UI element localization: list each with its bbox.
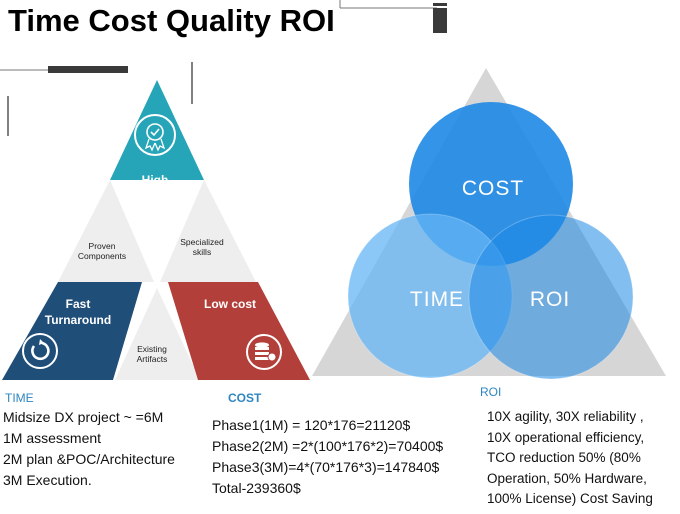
cost-heading: COST: [228, 391, 262, 405]
cost-line: Phase2(2M) =2*(100*176*2)=70400$: [212, 438, 444, 454]
decor-bar: [48, 66, 128, 73]
high-quality-label-line1: High: [142, 173, 169, 187]
proven-components-label-line1: Proven: [89, 241, 116, 251]
high-quality-label-line2: Quality: [135, 189, 176, 203]
roi-line: TCO reduction 50% (80%: [487, 450, 641, 465]
time-line: 1M assessment: [3, 430, 102, 446]
roi-line: Operation, 50% Hardware,: [487, 470, 647, 486]
decor-bar: [433, 8, 447, 33]
time-circle-label: TIME: [410, 288, 464, 311]
roi-heading: ROI: [480, 385, 502, 399]
clock-cycle-icon: [22, 333, 58, 369]
decor-bar: [433, 3, 447, 6]
cost-details: Phase1(1M) = 120*176=21120$ Phase2(2M) =…: [212, 415, 443, 499]
time-details: Midsize DX project ~ =6M 1M assessment 2…: [3, 407, 175, 491]
quality-triangle-diagram: High Quality Proven Components Specializ…: [2, 80, 310, 380]
cost-circle-label: COST: [462, 177, 524, 200]
fast-turnaround-segment: [2, 282, 142, 380]
specialized-skills-label-line1: Specialized: [180, 237, 224, 247]
specialized-skills-label-line2: skills: [193, 247, 211, 257]
fast-turnaround-label-line2: Turnaround: [45, 313, 111, 327]
coin-stack-icon: [246, 334, 282, 370]
time-line: 2M plan &POC/Architecture: [3, 451, 175, 467]
roi-line: 10X agility, 30X reliability ,: [487, 409, 644, 424]
time-line: Midsize DX project ~ =6M: [3, 409, 164, 425]
existing-artifacts-segment: [115, 288, 200, 380]
high-quality-segment: [110, 80, 204, 180]
existing-artifacts-label-line2: Artifacts: [137, 354, 168, 364]
cost-line: Total-239360$: [212, 480, 301, 496]
cost-line: Phase1(1M) = 120*176=21120$: [212, 417, 411, 433]
fast-turnaround-label-line1: Fast: [66, 297, 91, 311]
roi-details: 10X agility, 30X reliability , 10X opera…: [487, 407, 653, 510]
low-cost-label: Low cost: [204, 297, 256, 311]
existing-artifacts-label-line1: Existing: [137, 344, 167, 354]
time-heading: TIME: [5, 391, 34, 405]
cost-line: Phase3(3M)=4*(70*176*3)=147840$: [212, 459, 440, 475]
proven-components-segment: [58, 180, 154, 282]
roi-line: 10X operational efficiency,: [487, 429, 645, 445]
roi-circle-label: ROI: [530, 288, 570, 311]
page-title: Time Cost Quality ROI: [8, 3, 335, 38]
proven-components-label-line2: Components: [78, 251, 126, 261]
time-line: 3M Execution.: [3, 472, 92, 488]
quality-badge-icon: [134, 114, 176, 156]
specialized-skills-segment: [160, 180, 256, 282]
roi-line: 100% License) Cost Saving: [487, 491, 653, 506]
venn-diagram: COST TIME ROI: [312, 68, 666, 380]
roi-circle: [468, 214, 634, 380]
